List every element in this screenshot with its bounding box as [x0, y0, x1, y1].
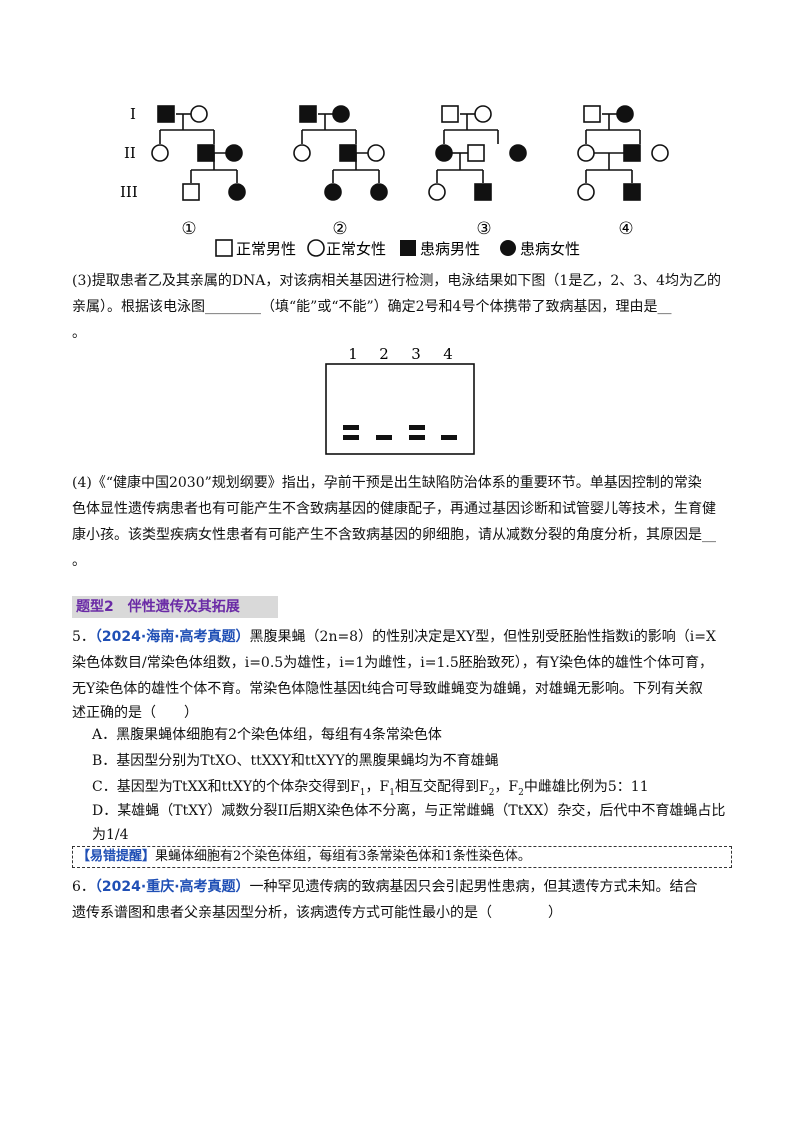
svg-text:患病男性: 患病男性	[420, 240, 480, 258]
gel-band	[376, 435, 392, 440]
svg-text:正常女性: 正常女性	[326, 240, 386, 258]
pedigree-number: ③	[476, 219, 491, 239]
q3-line-1: (3)提取患者乙及其亲属的DNA，对该病相关基因进行检测，电泳结果如下图（1是乙…	[72, 273, 722, 289]
normal-male-symbol	[182, 183, 200, 201]
error-tip-text: 果蝇体细胞有2个染色体组，每组有3条常染色体和1条性染色体。	[155, 849, 531, 864]
pedigree-4	[577, 105, 669, 201]
q4-line-1: (4)《“健康中国2030”规划纲要》指出，孕前干预是出生缺陷防治体系的重要环节…	[72, 475, 702, 491]
generation-label: II	[124, 144, 136, 162]
q5-option-d-cont: 为1/4	[92, 827, 129, 843]
q3-line-3: 。	[72, 325, 86, 341]
q6-source: （2024·重庆·高考真题）	[94, 879, 250, 895]
pedigree-number: ②	[332, 219, 347, 239]
q5-option-d[interactable]: D．某雄蝇（TtXY）减数分裂II后期X染色体不分离，与正常雌蝇（TtXX）杂交…	[92, 803, 726, 819]
q3-line-2: 亲属）。根据该电泳图________（填“能”或“不能”）确定2号和4号个体携带…	[72, 299, 672, 315]
q6-number: 6．	[72, 879, 95, 895]
q5-option-b[interactable]: B．基因型分别为TtXO、ttXXY和ttXYY的黑腹果蝇均为不育雄蝇	[92, 753, 499, 769]
q5-number: 5．	[72, 629, 95, 645]
svg-text:正常男性: 正常男性	[236, 240, 296, 258]
q4-line-2: 色体显性遗传病患者也有可能产生不含致病基因的健康配子，再通过基因诊断和试管婴儿等…	[72, 501, 716, 517]
q5-line-2: 染色体数目/常染色体组数，i=0.5为雄性，i=1为雌性，i=1.5胚胎致死），…	[72, 655, 714, 671]
normal-female-symbol	[190, 105, 208, 123]
gel-band	[343, 435, 359, 440]
normal-female-symbol	[151, 144, 169, 162]
gel-band	[409, 435, 425, 440]
pedigree-number: ①	[181, 219, 196, 239]
gel-lane-label: 2	[379, 345, 389, 363]
q5-line-4: 述正确的是（ ）	[72, 705, 198, 721]
pedigree-figure: I II III ① ② ③ ④ 正常男性 正常女性 患病男性 患病女性	[120, 105, 669, 258]
pedigree-2	[293, 105, 388, 201]
pedigree-1	[151, 105, 246, 201]
q6-line-1: 6．（2024·重庆·高考真题）一种罕见遗传病的致病基因只会引起男性患病，但其遗…	[72, 879, 698, 895]
q5-line-3: 无Y染色体的雄性个体不育。常染色体隐性基因t纯合可导致雌蝇变为雄蝇，对雄蝇无影响…	[72, 681, 703, 697]
pedigree-3	[428, 105, 527, 201]
q4-line-4: 。	[72, 553, 86, 569]
gel-frame	[325, 363, 475, 455]
generation-label: I	[130, 105, 136, 123]
gel-lane-label: 1	[348, 345, 358, 363]
section-title: 题型2 伴性遗传及其拓展	[72, 596, 278, 618]
gel-band	[441, 435, 457, 440]
q5-option-c[interactable]: C．基因型为TtXX和ttXY的个体杂交得到F1，F1相互交配得到F2，F2中雌…	[92, 779, 649, 798]
affected-female-symbol	[225, 144, 243, 162]
q5-option-a[interactable]: A．黑腹果蝇体细胞有2个染色体组，每组有4条常染色体	[92, 727, 442, 743]
error-tip-box: 【易错提醒】果蝇体细胞有2个染色体组，每组有3条常染色体和1条性染色体。	[72, 846, 732, 868]
q5-source: （2024·海南·高考真题）	[94, 629, 250, 645]
svg-text:患病女性: 患病女性	[520, 240, 580, 258]
error-tip-tag: 【易错提醒】	[77, 849, 156, 864]
q4-line-3: 康小孩。该类型疾病女性患者有可能产生不含致病基因的卵细胞，请从减数分裂的角度分析…	[72, 527, 716, 543]
pedigree-legend: 正常男性 正常女性 患病男性 患病女性	[215, 239, 580, 258]
q5-line-1: 5．（2024·海南·高考真题）黑腹果蝇（2n=8）的性别决定是XY型，但性别受…	[72, 629, 716, 645]
q6-line-2: 遗传系谱图和患者父亲基因型分析，该病遗传方式可能性最小的是（ ）	[72, 905, 562, 921]
gel-band	[409, 425, 425, 430]
pedigree-number: ④	[618, 219, 633, 239]
affected-male-symbol	[197, 144, 215, 162]
affected-female-symbol	[228, 183, 246, 201]
generation-label: III	[120, 183, 138, 201]
affected-male-symbol	[157, 105, 175, 123]
gel-lane-label: 4	[443, 345, 453, 363]
gel-lane-label: 3	[411, 345, 421, 363]
gel-electrophoresis-figure: 1 2 3 4	[325, 345, 475, 455]
gel-band	[343, 425, 359, 430]
